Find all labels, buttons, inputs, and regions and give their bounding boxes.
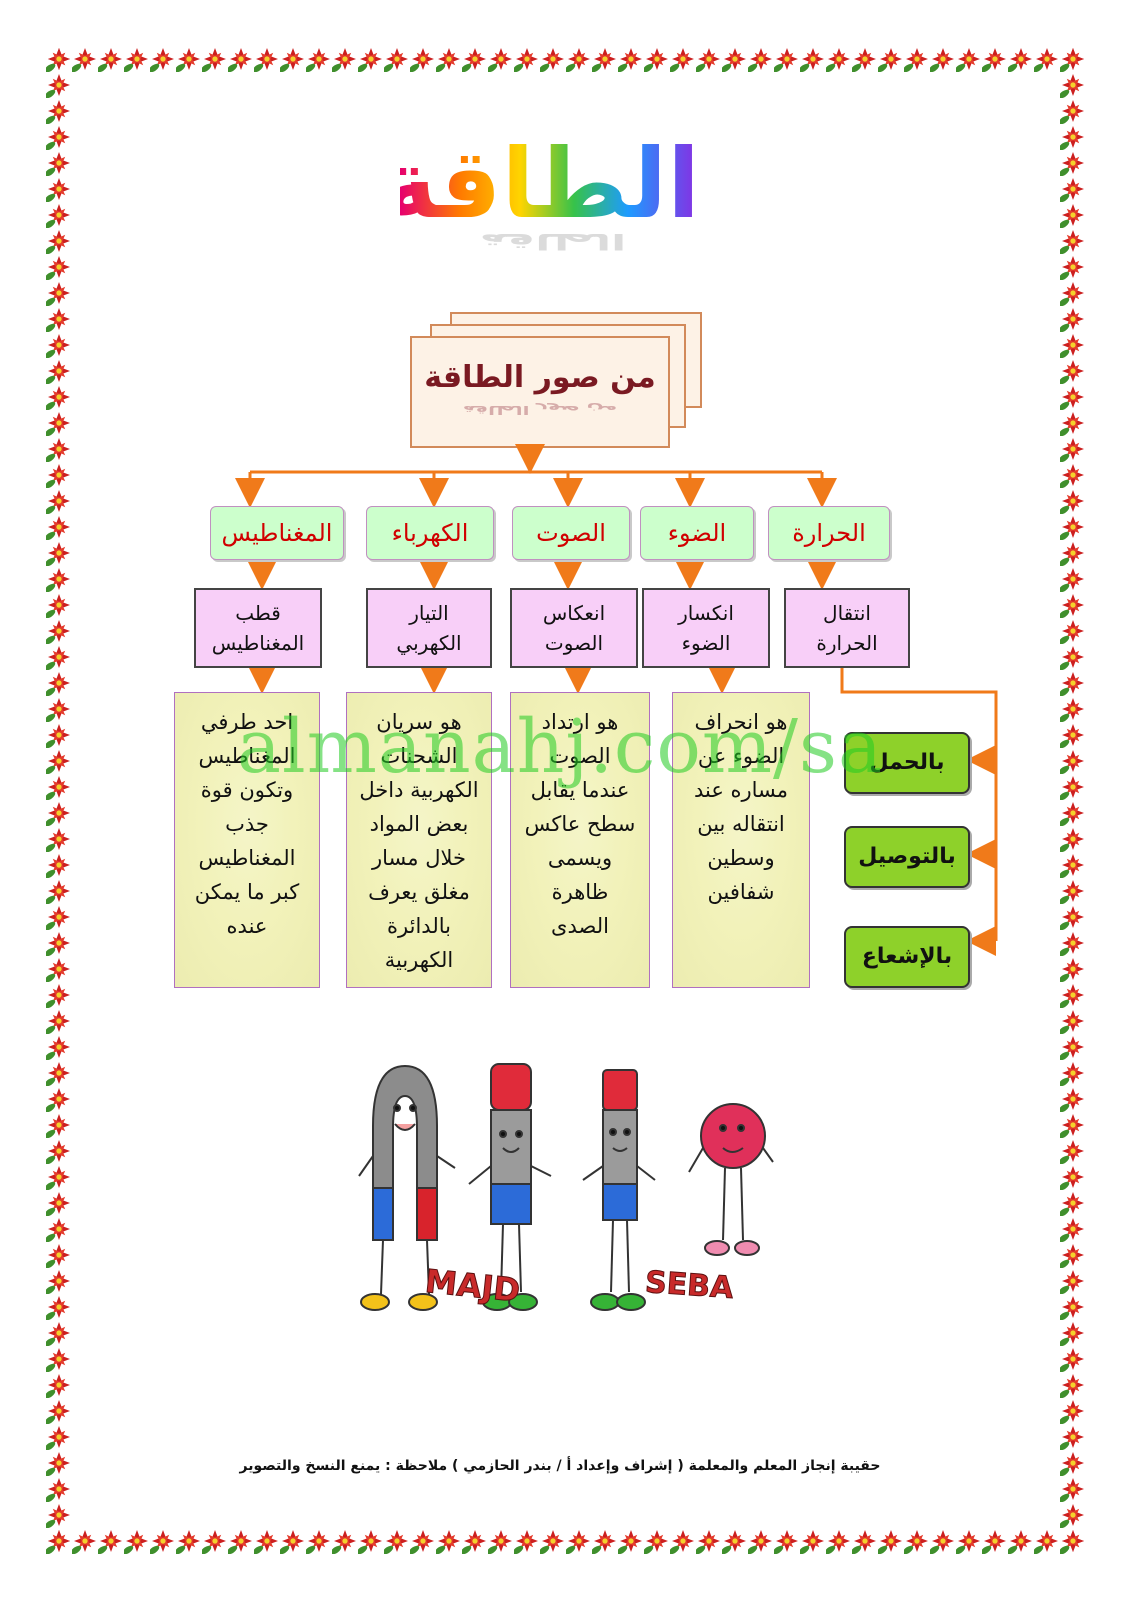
category-label: المغناطيس [221,519,333,547]
definition-electricity: هو سريان الشحنات الكهربية داخل بعض الموا… [346,692,492,988]
category-heat: الحرارة [768,506,890,560]
concept-magnets: قطب المغناطيس [194,588,322,668]
heat-methods-connector [840,666,998,941]
method-radiation: بالإشعاع [844,926,970,988]
concept-heat: انتقال الحرارة [784,588,910,668]
category-light: الضوء [640,506,754,560]
category-label: الحرارة [792,519,866,547]
concept-label: قطب المغناطيس [211,601,305,655]
bar-magnet-character-2 [582,1069,656,1311]
concept-label: انعكاس الصوت [542,601,606,655]
watermark-text: almanahj.com/sa [236,704,884,790]
page-title: الطاقة الطاقة [380,120,700,255]
method-label: بالحمل [869,750,945,775]
method-label: بالإشعاع [861,944,953,969]
definition-text: احد طرفي المغناطيس وتكون قوة جذب المغناط… [194,710,300,938]
category-magnets: المغناطيس [210,506,344,560]
definition-text: هو سريان الشحنات الكهربية داخل بعض الموا… [359,710,479,972]
concept-label: انكسار الضوء [678,601,734,655]
definition-text: هو انحراف الضوء عن مساره عند انتقاله بين… [693,710,789,904]
category-sound: الصوت [512,506,630,560]
definition-sound: هو ارتداد الصوت عندما يقابل سطح عاكس ويس… [510,692,650,988]
horseshoe-magnet-character [358,1064,456,1311]
ball-character [688,1103,774,1256]
category-electricity: الكهرباء [366,506,494,560]
definition-text: هو ارتداد الصوت عندما يقابل سطح عاكس ويس… [524,710,636,938]
footer-note: حقيبة إنجاز المعلم والمعلمة ( إشراف وإعد… [239,1458,881,1474]
hub-label: من صور الطاقة [424,360,656,395]
definition-light: هو انحراف الضوء عن مساره عند انتقاله بين… [672,692,810,988]
hub-card: من صور الطاقة من صور الطاقة [410,336,670,448]
category-label: الصوت [536,519,606,547]
caption-majd: MAJD [423,1262,522,1310]
flower-border [46,46,1085,1554]
concept-electricity: التيار الكهربي [366,588,492,668]
magnet-characters-illustration: MAJD SEBA [358,1063,774,1311]
concept-label: التيار الكهربي [396,601,462,655]
concept-label: انتقال الحرارة [816,601,878,655]
method-label: بالتوصيل [858,844,956,869]
definition-magnets: احد طرفي المغناطيس وتكون قوة جذب المغناط… [174,692,320,988]
method-convection: بالحمل [844,732,970,794]
bar-magnet-character-1 [468,1063,552,1311]
concept-sound: انعكاس الصوت [510,588,638,668]
category-label: الكهرباء [391,519,469,547]
category-label: الضوء [667,519,727,547]
caption-seba: SEBA [644,1265,735,1306]
method-conduction: بالتوصيل [844,826,970,888]
concept-light: انكسار الضوء [642,588,770,668]
title-text: الطاقة [380,120,700,255]
